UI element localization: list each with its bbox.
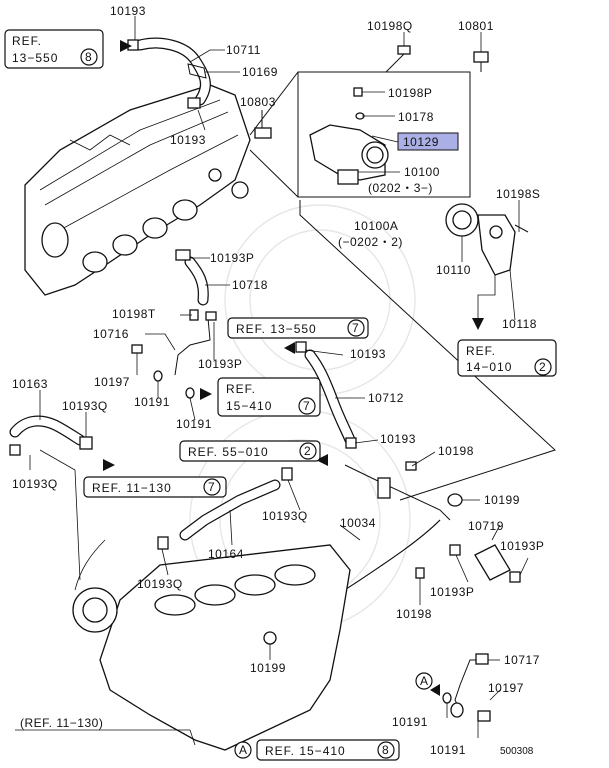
- part-label: 10163: [12, 377, 48, 391]
- part-label: 10717: [504, 653, 540, 667]
- hose-10718: [175, 249, 209, 306]
- part-label: 10193P: [210, 251, 254, 265]
- part-label: 10712: [368, 391, 404, 405]
- ref-code: 15−410: [226, 399, 272, 413]
- pipe-10719: [415, 544, 521, 583]
- part-label: 10197: [94, 375, 130, 389]
- part-label: 10193Q: [62, 399, 108, 413]
- part-label: 10100A: [354, 219, 398, 233]
- hose-10712: [295, 341, 357, 449]
- part-label: 10801: [458, 19, 494, 33]
- ref-label: REF. 13−550: [236, 322, 317, 336]
- part-label: 10193: [350, 347, 386, 361]
- ref-box-14-010: REF. 14−010 2: [457, 339, 557, 377]
- part-label: 10198: [396, 607, 432, 621]
- part-label: 10193Q: [262, 509, 308, 523]
- part-label: 10193Q: [137, 577, 183, 591]
- svg-text:A: A: [420, 674, 429, 688]
- hose-10163: [9, 415, 93, 456]
- ref-code: 13−550: [12, 51, 58, 65]
- part-label: 10100: [404, 165, 440, 179]
- part-label: 10191: [430, 743, 466, 757]
- part-label: 10193: [380, 432, 416, 446]
- sensor-10801: [473, 51, 489, 72]
- marker-a: A: [415, 672, 433, 690]
- ref-box-55-010: REF. 55−010 2: [179, 440, 321, 462]
- part-label: 10193P: [500, 539, 544, 553]
- ref-label: REF.: [466, 344, 496, 358]
- part-label: 10193P: [430, 585, 474, 599]
- part-label: 10803: [240, 95, 276, 109]
- ref-number: 2: [304, 444, 312, 458]
- pipe-10716: [131, 309, 217, 399]
- part-label: 10197: [488, 681, 524, 695]
- svg-text:A: A: [239, 743, 248, 757]
- arrows: [103, 40, 484, 696]
- bolt-10198Q: [385, 45, 411, 73]
- ref-label: REF.: [226, 382, 256, 396]
- hose-10711: [127, 37, 211, 109]
- ref-box-15-410: REF. 15−410 7: [217, 377, 321, 417]
- part-label: 10719: [468, 519, 504, 533]
- ref-label: REF.: [12, 34, 42, 48]
- ref-label: REF. 55−010: [188, 445, 269, 459]
- part-label: 10191: [176, 417, 212, 431]
- ref-box-15-410-bottom: REF. 15−410 8: [256, 739, 400, 761]
- thermostat-group-box: [249, 71, 471, 198]
- part-label: 10034: [340, 516, 376, 530]
- part-label: 10193P: [198, 357, 242, 371]
- part-label: 10178: [398, 110, 434, 124]
- ref-box-13-550: REF. 13−550 7: [227, 317, 369, 339]
- part-label: 10711: [226, 43, 261, 57]
- part-label: 10199: [250, 661, 286, 675]
- ref-code: 14−010: [466, 360, 512, 374]
- cylinder-block: [72, 539, 351, 751]
- ref-label: REF. 15−410: [265, 744, 346, 758]
- part-label: 10716: [93, 327, 129, 341]
- part-label: 10199: [484, 493, 520, 507]
- part-label: 10118: [502, 317, 537, 331]
- part-label: 10191: [392, 715, 428, 729]
- diagram-code: 500308: [500, 746, 534, 757]
- ref-number: 2: [539, 360, 547, 374]
- part-note: (0202・3−): [368, 181, 433, 195]
- ref-number: 8: [382, 743, 390, 757]
- part-label: 10198Q: [367, 19, 413, 33]
- ref-box-13-550-top: REF. 13−550 8: [4, 29, 104, 69]
- part-label: 10198P: [388, 86, 432, 100]
- part-label: 10198: [438, 444, 474, 458]
- ref-number: 7: [208, 480, 216, 494]
- ref-number: 7: [303, 399, 311, 413]
- ref-number: 8: [85, 50, 93, 64]
- part-label: 10198S: [496, 187, 540, 201]
- sensor-10803: [254, 110, 272, 139]
- marker-a-bottom: A: [234, 741, 252, 759]
- part-note: (−0202・2): [338, 235, 403, 249]
- part-label: 10193: [110, 4, 146, 18]
- part-label-highlighted: 10129: [403, 135, 439, 149]
- thermostat-10110: [445, 203, 479, 237]
- ref-label: REF. 11−130: [92, 481, 172, 495]
- water-inlet-10118: [477, 214, 529, 276]
- ref-box-11-130: REF. 11−130 7: [83, 476, 227, 498]
- part-label: 10193: [170, 133, 206, 147]
- part-label: 10110: [436, 263, 471, 277]
- part-label: 10191: [134, 395, 170, 409]
- cylinder-head: [24, 84, 251, 296]
- part-label: 10164: [208, 547, 244, 561]
- part-label: 10193Q: [12, 477, 58, 491]
- part-labels: 10193 10711 10169 10193 10803 10198Q 108…: [12, 4, 544, 757]
- leader-lines: [15, 16, 529, 746]
- hose-10164: [157, 479, 281, 550]
- part-label: 10169: [242, 65, 278, 79]
- part-label: 10718: [232, 278, 268, 292]
- ref-number: 7: [352, 321, 360, 335]
- highlight-10129: [397, 132, 459, 151]
- leader-group-lower: [299, 200, 556, 501]
- ref-note: (REF. 11−130): [20, 716, 103, 730]
- pipe-10717: [442, 653, 491, 722]
- part-label: 10198T: [112, 307, 156, 321]
